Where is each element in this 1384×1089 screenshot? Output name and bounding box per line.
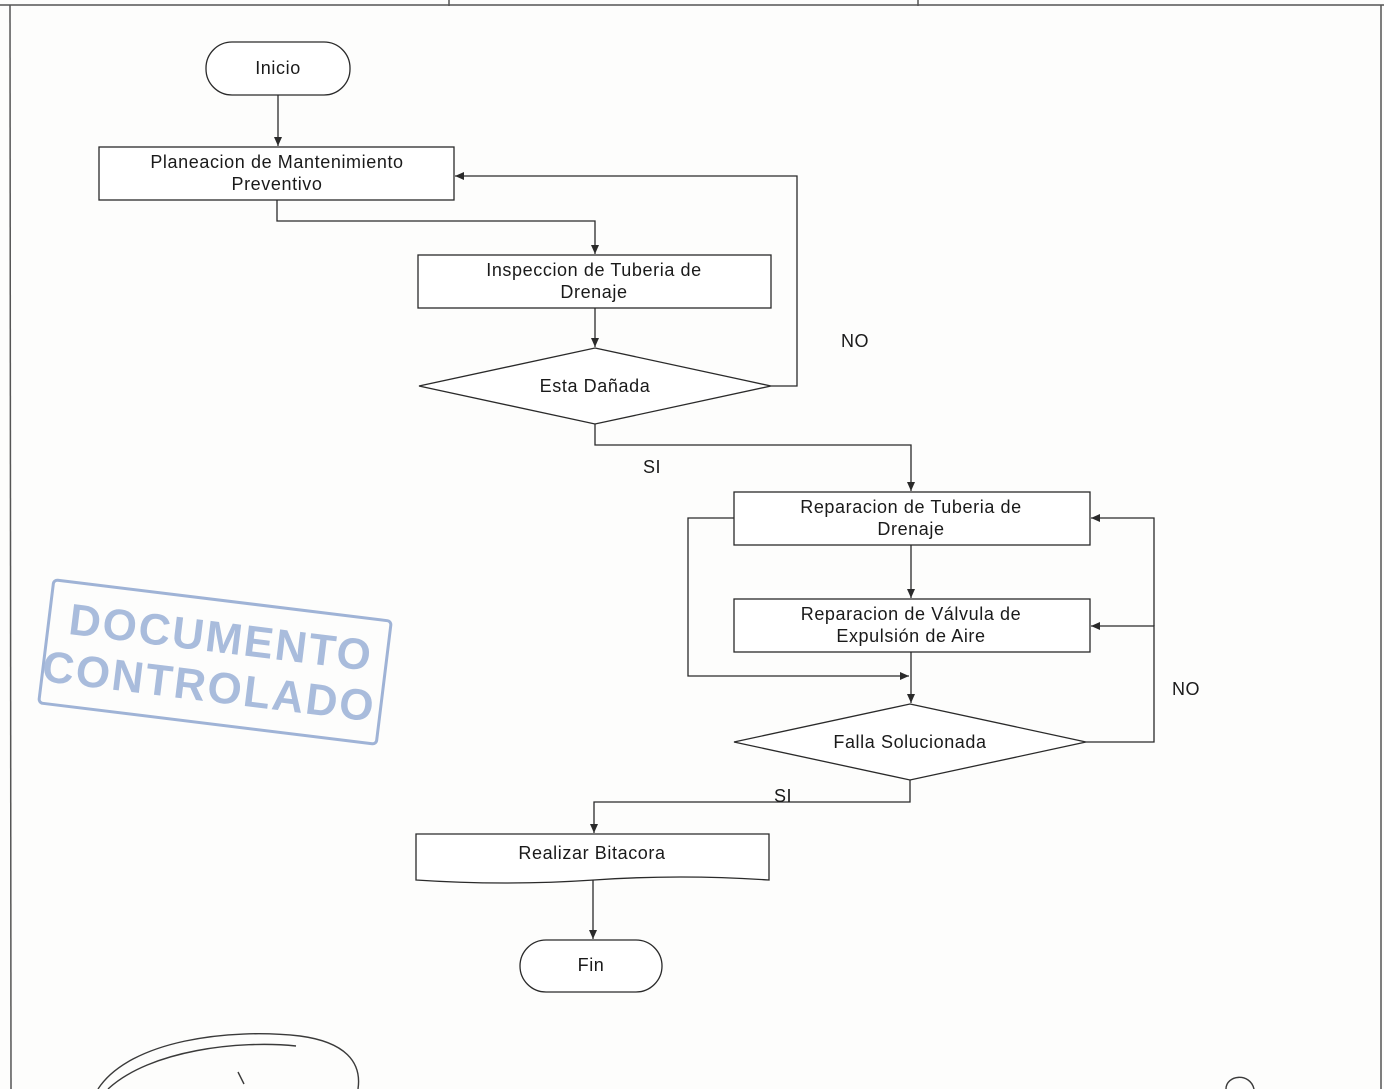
edge-planning-to-inspection [276,200,599,254]
damaged-yes-label: SI [643,457,661,477]
pipe-repair-process: Reparacion de Tuberia de Drenaje [733,491,1091,546]
edge-damaged-yes [594,424,915,491]
inspection-process: Inspeccion de Tuberia de Drenaje [417,254,772,309]
controlled-document-stamp: DOCUMENTO CONTROLADO [37,578,393,746]
pipe-repair-label-line2: Drenaje [877,519,944,539]
start-terminator: Inicio [205,41,351,96]
start-label: Inicio [255,58,301,78]
damaged-decision: Esta Dañada [418,347,772,425]
edge-damaged-no-loop [455,172,798,387]
planning-process: Planeacion de Mantenimiento Preventivo [98,146,455,201]
inspection-label-line1: Inspeccion de Tuberia de [486,260,702,280]
signature-scribble [97,1033,1255,1089]
valve-repair-label-line2: Expulsión de Aire [836,626,985,646]
end-label: Fin [578,955,605,975]
damaged-decision-label: Esta Dañada [540,376,651,396]
valve-repair-process: Reparacion de Válvula de Expulsión de Ai… [733,598,1091,653]
solved-yes-label: SI [774,786,792,806]
inspection-label-line2: Drenaje [560,282,627,302]
log-document: Realizar Bitacora [415,833,770,884]
planning-label-line2: Preventivo [231,174,322,194]
edge-solved-yes [590,780,911,833]
pipe-repair-label-line1: Reparacion de Tuberia de [800,497,1022,517]
edge-solved-no-to-valve [1086,622,1155,743]
solved-decision-label: Falla Solucionada [833,732,987,752]
solved-decision: Falla Solucionada [733,703,1087,781]
damaged-no-label: NO [841,331,869,351]
edge-solved-no-to-pipe [1091,514,1155,626]
valve-repair-label-line1: Reparacion de Válvula de [801,604,1022,624]
log-label: Realizar Bitacora [518,843,666,863]
edge-pipe-bypass [687,517,909,680]
connectors [274,95,1155,939]
end-terminator: Fin [519,939,663,993]
solved-no-label: NO [1172,679,1200,699]
planning-label-line1: Planeacion de Mantenimiento [150,152,403,172]
